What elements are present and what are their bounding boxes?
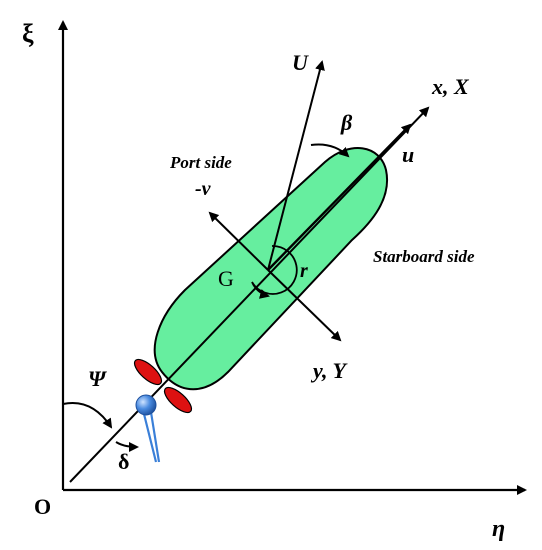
delta-label: δ	[118, 449, 129, 474]
propeller-blade-lower	[163, 386, 193, 414]
y-axis-line	[267, 269, 342, 342]
rudder-line-right	[148, 405, 161, 463]
origin-label: O	[34, 494, 51, 519]
x-axis-line	[69, 106, 430, 483]
beta-label: β	[340, 110, 353, 135]
port-side-label: Port side	[169, 153, 232, 172]
y-Y-label: y, Y	[310, 358, 349, 383]
psi-arc	[62, 402, 113, 429]
r-label: r	[300, 260, 308, 282]
starboard-side-label: Starboard side	[373, 247, 475, 266]
rudder-line-left	[141, 409, 158, 463]
velocity-U-arrow	[267, 60, 325, 271]
yaw-rate-arc	[251, 245, 298, 299]
minus-v-label: -v	[195, 178, 212, 200]
beta-arc	[310, 143, 350, 158]
sway-minus-v-arrow	[208, 211, 269, 271]
psi-label: Ψ	[88, 366, 107, 391]
surge-u-arrow	[267, 123, 412, 271]
x-X-label: x, X	[431, 74, 470, 99]
G-label: G	[218, 266, 234, 291]
rudder-bulb	[135, 394, 157, 416]
u-label: u	[402, 142, 414, 167]
U-label: U	[292, 50, 309, 75]
eta-label: η	[492, 516, 505, 542]
xi-label: ξ	[22, 19, 34, 48]
delta-arc	[115, 441, 139, 452]
propeller-blade-upper	[133, 358, 163, 386]
